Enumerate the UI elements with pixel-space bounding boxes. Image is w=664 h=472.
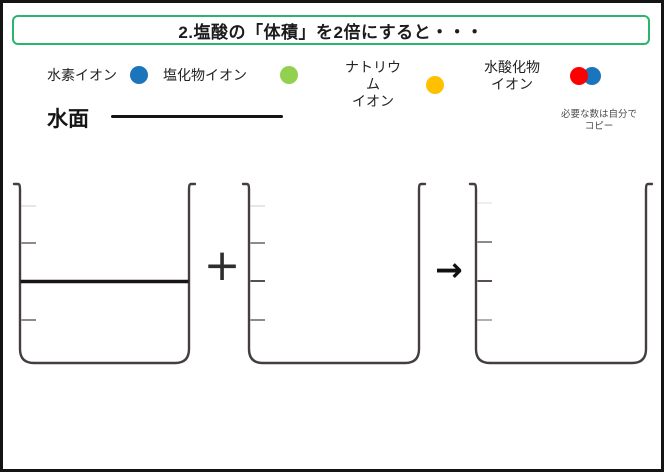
copy-note-line: 必要な数は自分で [560,109,637,120]
sodium-ion-circle[interactable] [426,75,444,94]
plus-operator: + [203,240,241,291]
legend-label-line: ナトリウム [345,59,401,92]
copy-note-line: コピー [584,121,614,132]
beaker-outline [241,182,427,365]
legend-item-sodium-ion: ナトリウム イオン [340,59,444,110]
beaker-outline [12,182,197,365]
water-surface-sample-line [111,115,283,118]
arrow-operator: → [435,250,463,289]
hydroxide-ion-circle-red[interactable] [570,67,588,85]
legend-label: 水酸化物 イオン [481,59,543,93]
legend-item-chloride-ion: 塩化物イオン [163,66,298,84]
legend-label: ナトリウム イオン [340,59,406,110]
beaker-outline [468,182,654,365]
beaker-3 [468,182,654,365]
legend-label-line: 塩化物イオン [163,66,247,83]
legend-label-line: 水素イオン [47,66,117,83]
hydrogen-ion-circle[interactable] [130,66,148,84]
beaker-1 [12,182,197,365]
legend-label: 水素イオン [47,67,117,84]
legend-label-line: 水酸化物 [484,59,540,75]
legend-label-line: イオン [352,93,394,109]
page-title: 2.塩酸の「体積」を2倍にすると・・・ [178,22,484,42]
beaker-2 [241,182,427,365]
chloride-ion-circle[interactable] [280,66,298,84]
legend-label-line: イオン [491,76,533,92]
legend-item-hydrogen-ion: 水素イオン [47,66,148,84]
water-surface-label: 水面 [47,108,89,131]
beakers-diagram [12,182,654,365]
hydroxide-ion-circle-blue[interactable] [583,67,601,85]
copy-note: 必要な数は自分で コピー [543,109,655,133]
hydroxide-ion-pair[interactable] [570,67,601,85]
legend-item-hydroxide-ion: 水酸化物 イオン [481,59,601,93]
legend-label: 塩化物イオン [163,67,247,84]
title-box: 2.塩酸の「体積」を2倍にすると・・・ [12,15,650,45]
